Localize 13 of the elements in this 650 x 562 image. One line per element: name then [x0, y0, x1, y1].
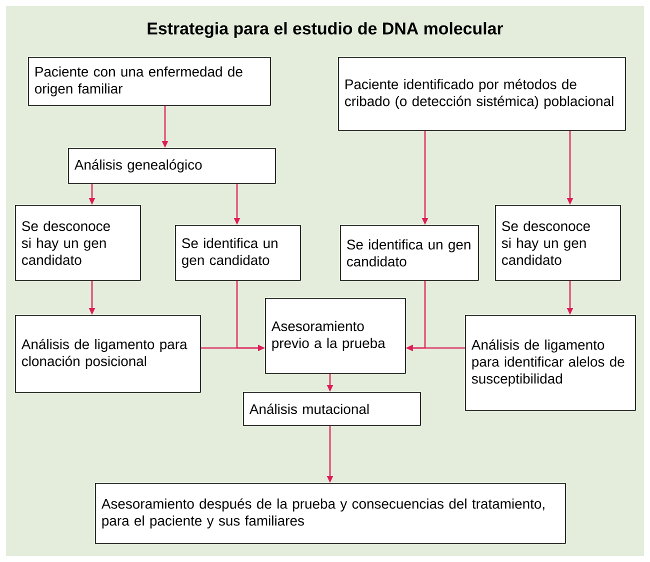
process-box: Se desconoce si hay un gen candidato — [495, 204, 621, 281]
process-box: Paciente con una enfermedad de origen familiar — [28, 57, 271, 106]
process-box: Asesoramiento previo a la prueba — [265, 298, 406, 374]
process-box: Análisis de ligamento para clonación posicional — [15, 315, 201, 393]
process-box: Se identifica un gen candidato — [340, 224, 479, 281]
title: Estrategia para el estudio de DNA molecular — [148, 22, 504, 38]
process-box: Análisis mutacional — [243, 392, 421, 426]
process-box: Se desconoce si hay un gen candidato — [15, 204, 141, 281]
process-box: Paciente identificado por métodos de cribado (o detección sistémica) poblacional — [338, 57, 626, 131]
process-box: Análisis genealógico — [68, 148, 276, 184]
process-box: Asesoramiento después de la prueba y consecuencias del tratamiento, para el paciente y sus familiares — [95, 483, 566, 544]
process-box: Se identifica un gen candidato — [175, 224, 301, 281]
process-box: Análisis de ligamento para identificar alelos de susceptibilidad — [465, 315, 636, 411]
